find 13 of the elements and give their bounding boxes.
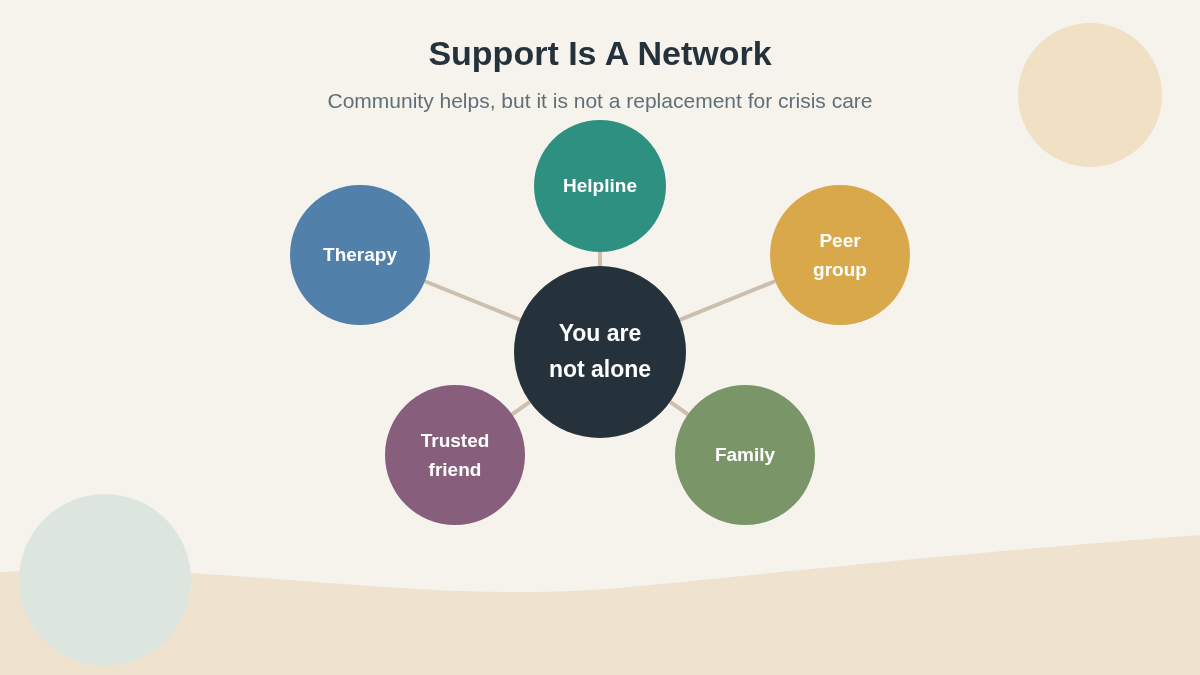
circle-label: Trusted friend [419,428,491,482]
connector-line [679,279,776,322]
subtitle: Community helps, but it is not a replacement for crisis care [327,88,873,114]
circle-label: Family [713,443,777,468]
circle-label: Therapy [322,243,398,268]
connector-line [424,279,521,322]
circle-label: You are not alone [547,319,653,384]
circle-label: Helpline [562,174,638,199]
connector-line [510,400,532,417]
connector-line [668,400,690,417]
circle-label: Peer group [812,228,868,282]
connector-line [598,252,602,266]
title: Support Is A Network [428,33,772,74]
